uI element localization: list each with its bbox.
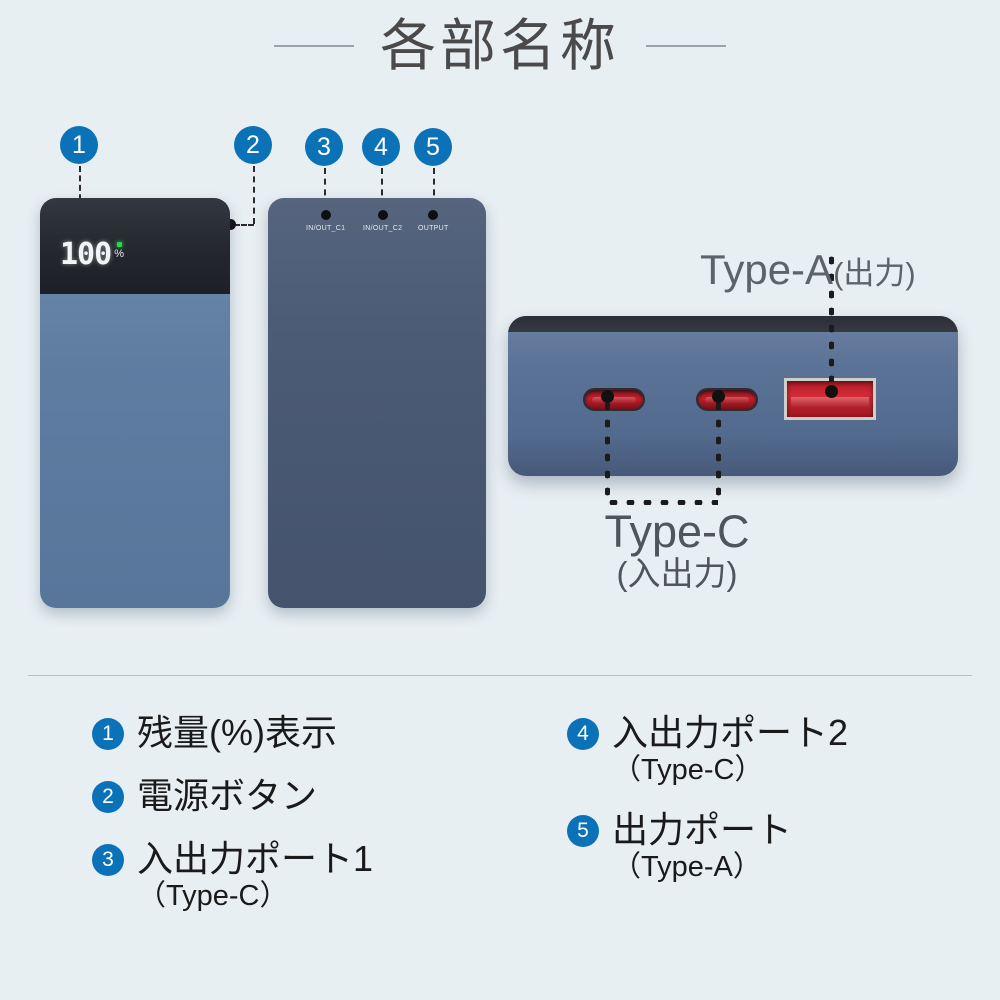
- led-percent-symbol: %: [114, 248, 124, 260]
- legend-sublabel-5: （Type-A）: [612, 851, 762, 884]
- callout-badge-2: 2: [234, 126, 272, 164]
- back-port-label-c2: IN/OUT_C2: [363, 225, 403, 232]
- legend-label-2: 電源ボタン: [137, 775, 318, 817]
- page-title: 各部名称: [380, 14, 620, 77]
- legend-label-1: 残量(%)表示: [137, 712, 337, 753]
- type-c-leader-dot-left: [601, 390, 614, 403]
- legend-item-3: 3 入出力ポート1 （Type-C）: [92, 838, 529, 913]
- legend-item-5: 5 出力ポート （Type-A）: [567, 809, 966, 884]
- legend-item-4: 4 入出力ポート2 （Type-C）: [567, 712, 966, 787]
- device-side-view: [508, 316, 958, 476]
- back-port-mark-c2: IN/OUT_C2: [363, 210, 402, 232]
- callout-badge-3: 3: [305, 128, 343, 166]
- legend-sublabel-4: （Type-C）: [612, 754, 764, 787]
- device-back-view: IN/OUT_C1 IN/OUT_C2 OUTPUT: [268, 198, 486, 608]
- legend-text-3: 入出力ポート1 （Type-C）: [137, 838, 373, 913]
- port-dot-icon: [320, 210, 331, 220]
- legend-badge-5: 5: [567, 815, 599, 848]
- callout-leader-2-horizontal: [234, 224, 254, 226]
- type-a-leader-dot: [825, 385, 838, 398]
- front-top-panel: [40, 198, 230, 294]
- type-a-label-sub: (出力): [833, 256, 916, 291]
- title-dash-right: [646, 45, 726, 47]
- type-c-label-sub: (入出力): [616, 555, 738, 593]
- title-dash-left: [274, 45, 354, 47]
- callout-leader-4: [381, 168, 383, 206]
- back-port-label-output: OUTPUT: [418, 225, 449, 232]
- legend: 1 残量(%)表示 2 電源ボタン 3 入出力ポート1 （Type-C） 4 入…: [0, 712, 1000, 935]
- legend-text-1: 残量(%)表示: [137, 712, 337, 753]
- legend-badge-1: 1: [92, 718, 124, 750]
- callout-dot-2: [225, 219, 236, 230]
- type-c-leader-dot-right: [712, 390, 725, 403]
- type-c-label: Type-C (入出力): [572, 508, 782, 592]
- legend-item-1: 1 残量(%)表示: [92, 712, 529, 753]
- callout-badge-4: 4: [362, 128, 400, 166]
- device-front-view: 100 %: [40, 198, 230, 608]
- legend-item-2: 2 電源ボタン: [92, 775, 529, 816]
- legend-label-5: 出力ポート: [612, 809, 793, 851]
- type-a-leader: [829, 252, 834, 382]
- callout-badge-5: 5: [414, 128, 452, 166]
- port-dot-icon: [428, 210, 439, 220]
- callout-badge-1: 1: [60, 126, 98, 164]
- charging-indicator-icon: [116, 242, 122, 247]
- type-c-leader-right: [716, 398, 721, 502]
- page-title-row: 各部名称: [0, 18, 1000, 74]
- legend-badge-2: 2: [92, 781, 124, 814]
- type-c-leader-connector: [605, 500, 718, 505]
- led-indicator-group: %: [114, 240, 124, 260]
- back-port-label-c1: IN/OUT_C1: [306, 225, 346, 232]
- side-top-edge: [508, 316, 958, 332]
- type-c-leader-left: [605, 398, 610, 502]
- callout-leader-5: [433, 168, 435, 206]
- type-a-label: Type-A(出力): [700, 246, 916, 293]
- legend-label-3: 入出力ポート1: [137, 838, 374, 880]
- legend-column-left: 1 残量(%)表示 2 電源ボタン 3 入出力ポート1 （Type-C）: [92, 712, 529, 935]
- type-a-label-main: Type-A: [700, 246, 834, 293]
- legend-text-5: 出力ポート （Type-A）: [612, 809, 792, 884]
- back-port-mark-c1: IN/OUT_C1: [306, 210, 345, 232]
- legend-column-right: 4 入出力ポート2 （Type-C） 5 出力ポート （Type-A）: [529, 712, 966, 935]
- legend-sublabel-3: （Type-C）: [137, 880, 289, 913]
- callout-leader-2-vertical: [253, 166, 255, 224]
- type-c-port-1: [583, 388, 645, 411]
- port-dot-icon: [377, 210, 388, 220]
- led-digits: 100: [60, 237, 112, 272]
- back-port-mark-output: OUTPUT: [418, 210, 449, 232]
- battery-level-display: 100 %: [60, 240, 124, 270]
- section-divider: [28, 675, 972, 676]
- callout-leader-3: [324, 168, 326, 206]
- legend-text-2: 電源ボタン: [137, 775, 317, 816]
- legend-badge-3: 3: [92, 844, 124, 877]
- legend-label-4: 入出力ポート2: [612, 712, 849, 753]
- legend-text-4: 入出力ポート2 （Type-C）: [612, 712, 848, 787]
- type-c-label-main: Type-C: [604, 506, 750, 557]
- legend-badge-4: 4: [567, 718, 599, 750]
- type-c-port-2: [696, 388, 758, 411]
